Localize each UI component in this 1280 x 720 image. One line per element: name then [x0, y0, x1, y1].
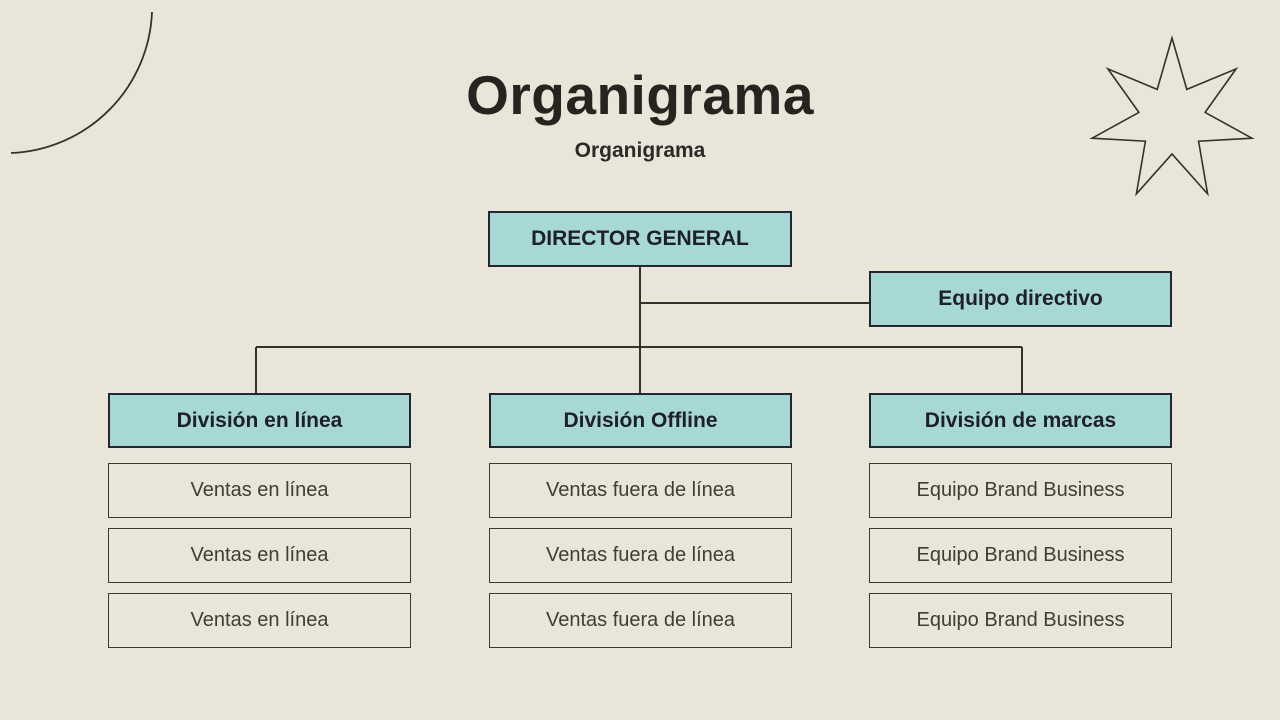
org-node-child: Equipo Brand Business — [869, 463, 1172, 518]
org-node-label: Ventas en línea — [190, 609, 329, 631]
org-node-label: División Offline — [563, 408, 718, 432]
org-node-label: Ventas fuera de línea — [545, 609, 736, 631]
org-node-child: Ventas fuera de línea — [489, 528, 792, 583]
page-title: Organigrama — [466, 64, 814, 126]
org-node-label: División de marcas — [924, 408, 1117, 432]
org-node-label: Ventas fuera de línea — [545, 479, 736, 501]
org-node-child: Ventas fuera de línea — [489, 593, 792, 648]
org-node-label: Equipo Brand Business — [916, 544, 1125, 566]
org-node-label: Ventas en línea — [190, 544, 329, 566]
org-node-label: Equipo directivo — [938, 287, 1103, 310]
org-node-child: Ventas en línea — [108, 463, 411, 518]
org-node-label: Ventas fuera de línea — [545, 544, 736, 566]
org-node-child: Ventas en línea — [108, 593, 411, 648]
org-node-child: Equipo Brand Business — [869, 528, 1172, 583]
org-node-division-en-linea: División en línea — [108, 393, 411, 448]
org-node-label: División en línea — [176, 408, 343, 432]
org-node-label: Equipo Brand Business — [916, 609, 1125, 631]
page-subtitle: Organigrama — [574, 139, 706, 162]
org-node-director-general: DIRECTOR GENERAL — [488, 211, 792, 267]
org-node-division-de-marcas: División de marcas — [869, 393, 1172, 448]
org-node-label: Ventas en línea — [190, 479, 329, 501]
org-node-child: Ventas en línea — [108, 528, 411, 583]
org-node-division-offline: División Offline — [489, 393, 792, 448]
org-node-label: DIRECTOR GENERAL — [531, 227, 749, 250]
org-node-child: Ventas fuera de línea — [489, 463, 792, 518]
org-node-child: Equipo Brand Business — [869, 593, 1172, 648]
org-node-equipo-directivo: Equipo directivo — [869, 271, 1172, 327]
org-node-label: Equipo Brand Business — [916, 479, 1125, 501]
